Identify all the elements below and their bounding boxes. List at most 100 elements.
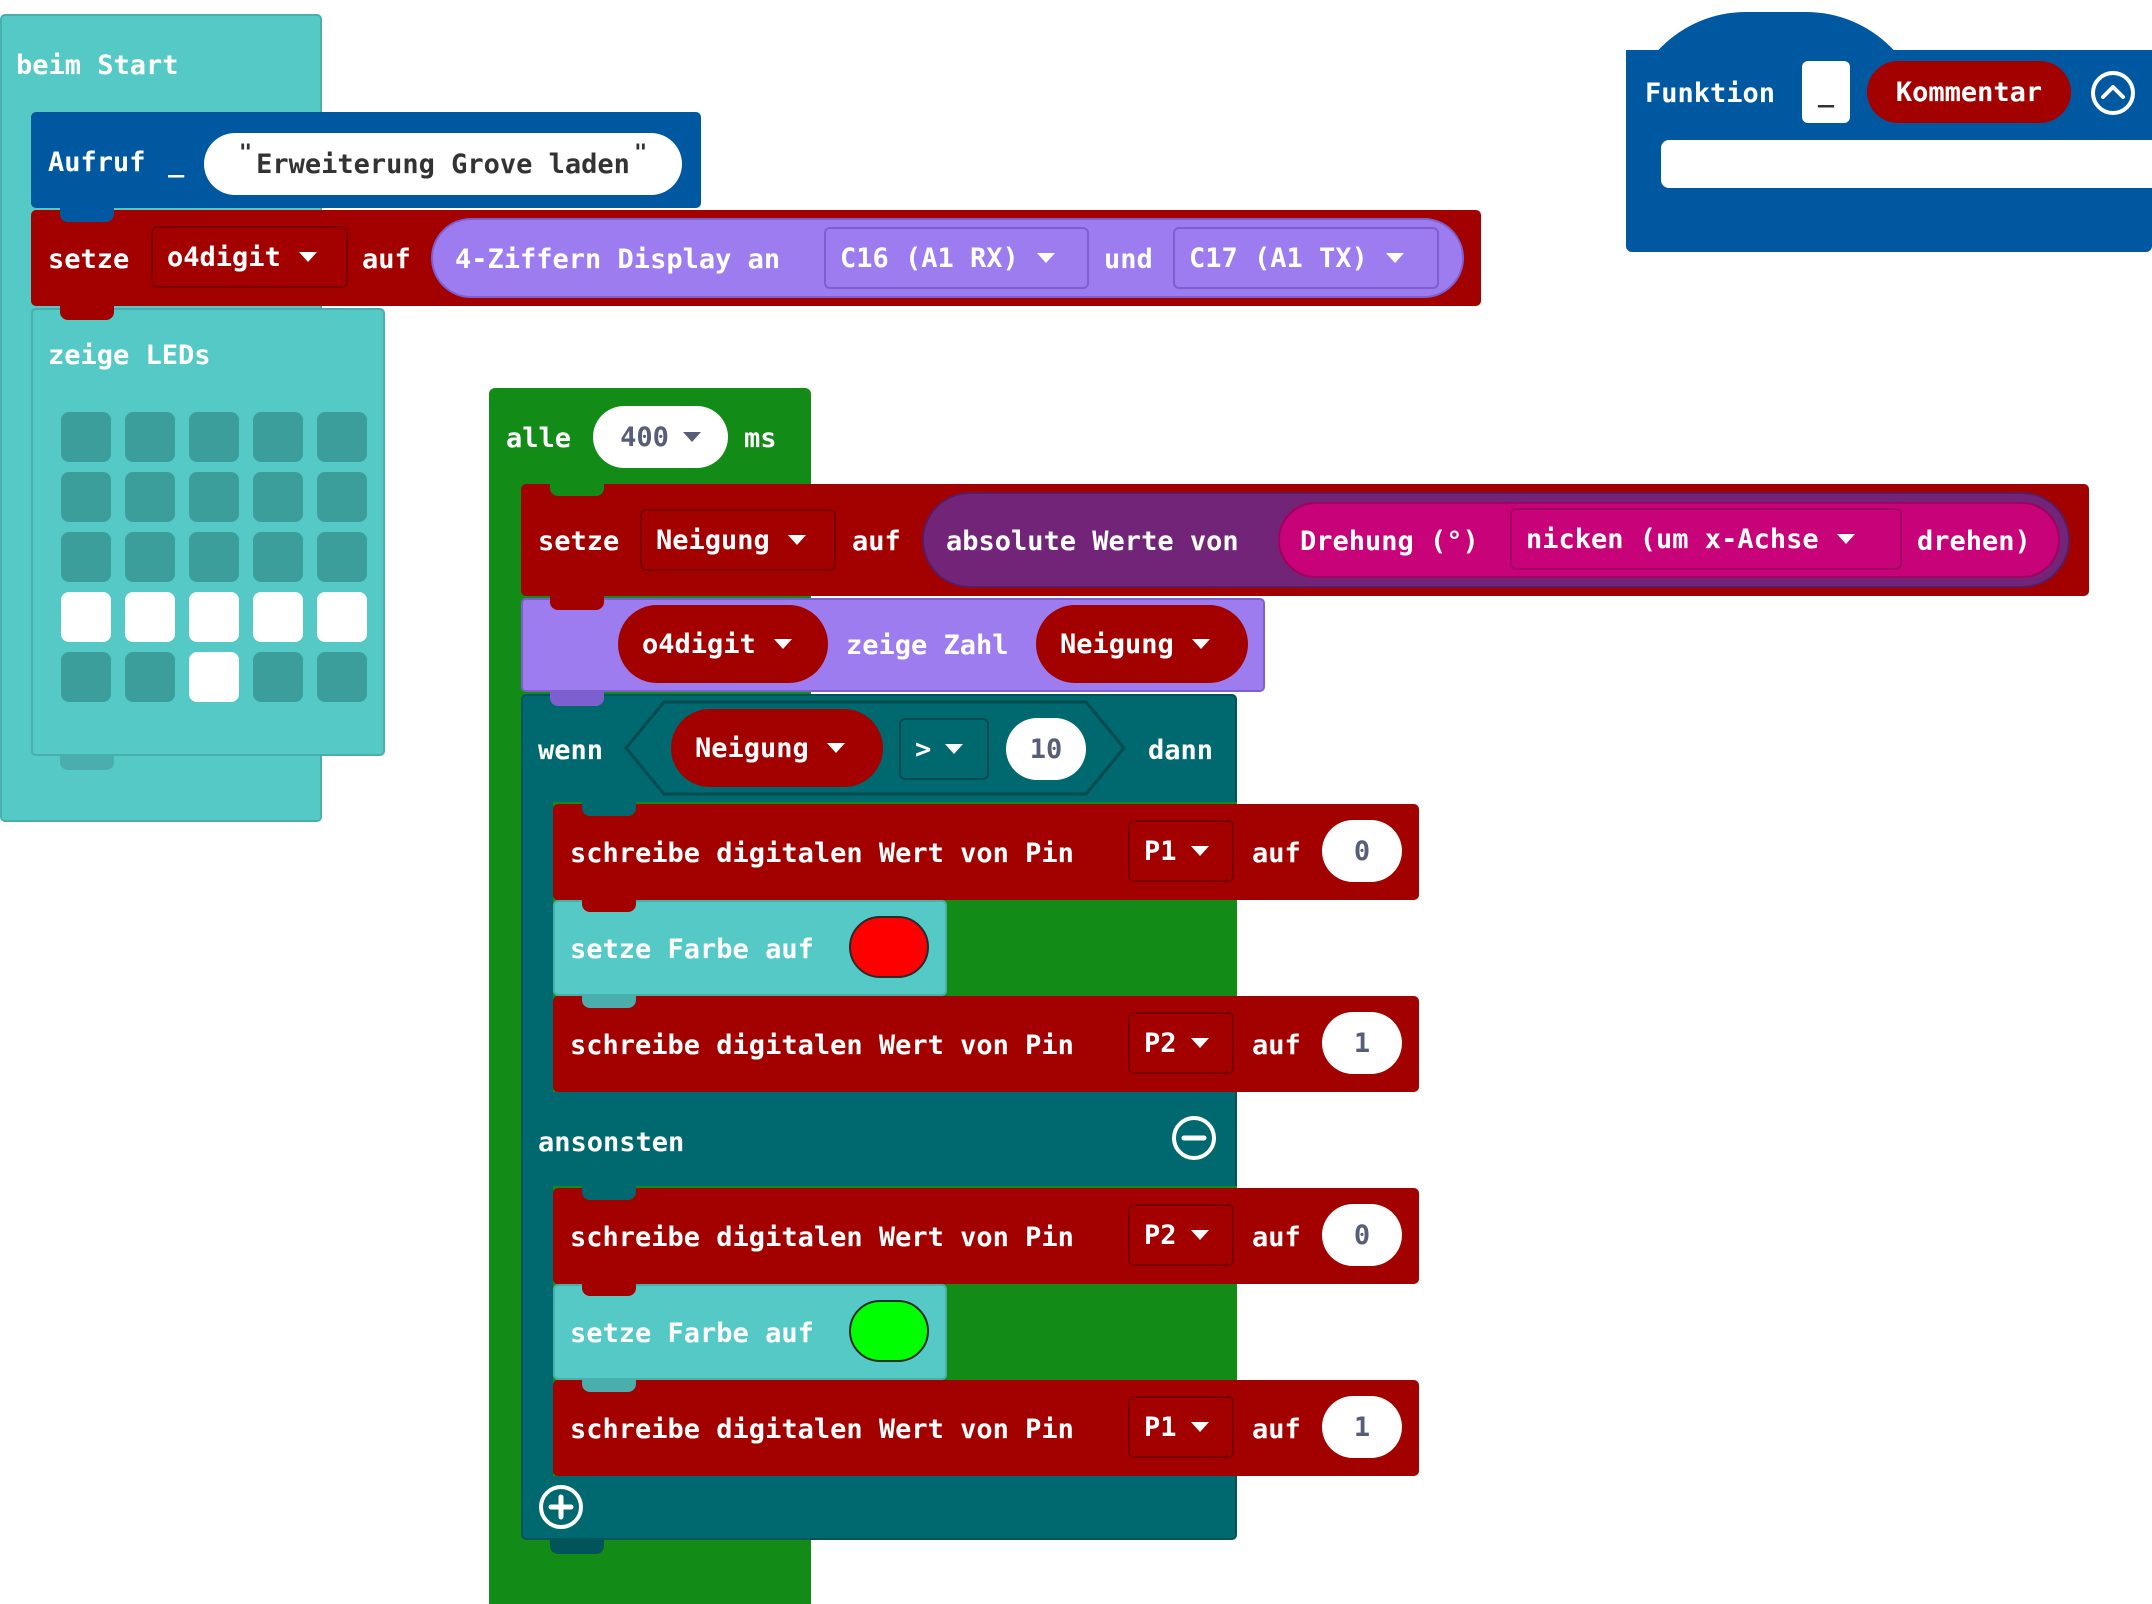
on-start-label: beim Start <box>16 50 179 81</box>
auf-label: auf <box>1252 1414 1301 1445</box>
digital-value-input[interactable]: 1 <box>1322 1396 1402 1458</box>
digital-value-input[interactable]: 0 <box>1322 1204 1402 1266</box>
compare-value-input[interactable]: 10 <box>1006 718 1086 780</box>
quote-open: " <box>238 141 253 166</box>
call-string-input[interactable]: " Erweiterung Grove laden " <box>204 133 682 195</box>
rotation-label: Drehung (°) <box>1300 526 1479 557</box>
pin-label: P1 <box>1144 835 1177 867</box>
dropdown-caret-icon <box>773 639 792 649</box>
led-off[interactable] <box>125 532 175 582</box>
led-off[interactable] <box>253 472 303 522</box>
digital-write-block[interactable] <box>553 1188 1419 1284</box>
led-off[interactable] <box>189 532 239 582</box>
auf-label: auf <box>362 244 411 275</box>
device-dropdown-o4digit[interactable]: o4digit <box>618 605 828 683</box>
led-off[interactable] <box>125 652 175 702</box>
led-off[interactable] <box>61 412 111 462</box>
pin2-label: C17 (A1 TX) <box>1189 242 1368 274</box>
pin1-label: C16 (A1 RX) <box>840 242 1019 274</box>
led-on[interactable] <box>125 592 175 642</box>
abs-label: absolute Werte von <box>946 526 1239 557</box>
interval-dropdown[interactable]: 400 <box>593 406 728 468</box>
pin1-dropdown[interactable]: C16 (A1 RX) <box>824 227 1089 289</box>
dropdown-caret-icon <box>945 744 964 754</box>
notch <box>582 898 636 912</box>
pin-dropdown-p2[interactable]: P2 <box>1128 1012 1234 1074</box>
auf-label: auf <box>852 526 901 557</box>
dropdown-caret-icon <box>1036 253 1055 263</box>
digital-write-label: schreibe digitalen Wert von Pin <box>570 838 1074 869</box>
led-on[interactable] <box>253 592 303 642</box>
if-label: wenn <box>538 735 604 766</box>
function-statement-slot[interactable] <box>1661 140 2152 188</box>
number-variable-neigung[interactable]: Neigung <box>1036 605 1248 683</box>
variable-dropdown-o4digit[interactable]: o4digit <box>151 226 348 288</box>
led-off[interactable] <box>61 652 111 702</box>
pin-label: P2 <box>1144 1219 1177 1251</box>
set-color-label: setze Farbe auf <box>570 934 814 965</box>
led-off[interactable] <box>61 532 111 582</box>
plus-circle-icon[interactable] <box>538 1484 584 1530</box>
color-swatch[interactable] <box>849 1300 929 1362</box>
notch <box>582 994 636 1008</box>
led-on[interactable] <box>189 652 239 702</box>
dropdown-caret-icon <box>1385 253 1404 263</box>
digital-write-label: schreibe digitalen Wert von Pin <box>570 1030 1074 1061</box>
show-leds-label: zeige LEDs <box>48 340 211 371</box>
dropdown-caret-icon <box>1190 1230 1209 1240</box>
digital-write-block[interactable] <box>553 996 1419 1092</box>
condition-variable-neigung[interactable]: Neigung <box>671 709 883 787</box>
pin2-dropdown[interactable]: C17 (A1 TX) <box>1173 227 1439 289</box>
axis-dropdown[interactable]: nicken (um x-Achse <box>1510 508 1902 570</box>
minus-circle-icon[interactable] <box>1171 1115 1217 1161</box>
variable-dropdown-neigung[interactable]: Neigung <box>640 509 836 571</box>
und-label: und <box>1104 244 1153 275</box>
dropdown-caret-icon <box>787 535 806 545</box>
then-label: dann <box>1148 735 1214 766</box>
comment-parameter[interactable]: Kommentar <box>1867 61 2071 123</box>
function-label: Funktion <box>1645 78 1776 109</box>
led-off[interactable] <box>253 652 303 702</box>
led-on[interactable] <box>61 592 111 642</box>
led-off[interactable] <box>189 472 239 522</box>
pin-dropdown-p1[interactable]: P1 <box>1128 1396 1234 1458</box>
led-off[interactable] <box>61 472 111 522</box>
chevron-up-circle-icon[interactable] <box>2090 70 2136 116</box>
led-off[interactable] <box>317 652 367 702</box>
auf-label: auf <box>1252 838 1301 869</box>
drehen-label: drehen) <box>1917 526 2031 557</box>
auf-label: auf <box>1252 1030 1301 1061</box>
axis-label: nicken (um x-Achse <box>1526 523 1819 555</box>
led-off[interactable] <box>317 412 367 462</box>
pin-dropdown-p2[interactable]: P2 <box>1128 1204 1234 1266</box>
led-off[interactable] <box>317 472 367 522</box>
digital-write-block[interactable] <box>553 1380 1419 1476</box>
digital-value-input[interactable]: 1 <box>1322 1012 1402 1074</box>
call-string-value: Erweiterung Grove laden <box>256 148 630 180</box>
led-off[interactable] <box>317 532 367 582</box>
notch <box>60 756 114 770</box>
function-name-input[interactable]: _ <box>1802 61 1850 123</box>
notch <box>550 482 604 496</box>
set-label: setze <box>48 244 130 275</box>
dropdown-caret-icon <box>1190 846 1209 856</box>
led-off[interactable] <box>253 532 303 582</box>
auf-label: auf <box>1252 1222 1301 1253</box>
notch <box>582 1282 636 1296</box>
pin-dropdown-p1[interactable]: P1 <box>1128 820 1234 882</box>
interval-value: 400 <box>620 421 669 453</box>
variable-dropdown-label: o4digit <box>167 241 281 273</box>
led-on[interactable] <box>189 592 239 642</box>
led-off[interactable] <box>253 412 303 462</box>
operator-dropdown[interactable]: > <box>899 718 989 780</box>
call-label: Aufruf <box>48 147 146 178</box>
digital-value-input[interactable]: 0 <box>1322 820 1402 882</box>
color-swatch[interactable] <box>849 916 929 978</box>
led-on[interactable] <box>317 592 367 642</box>
led-off[interactable] <box>189 412 239 462</box>
led-off[interactable] <box>125 472 175 522</box>
operator-label: > <box>915 733 932 765</box>
led-off[interactable] <box>125 412 175 462</box>
call-function-name[interactable]: _ <box>168 147 185 178</box>
digital-write-block[interactable] <box>553 804 1419 900</box>
